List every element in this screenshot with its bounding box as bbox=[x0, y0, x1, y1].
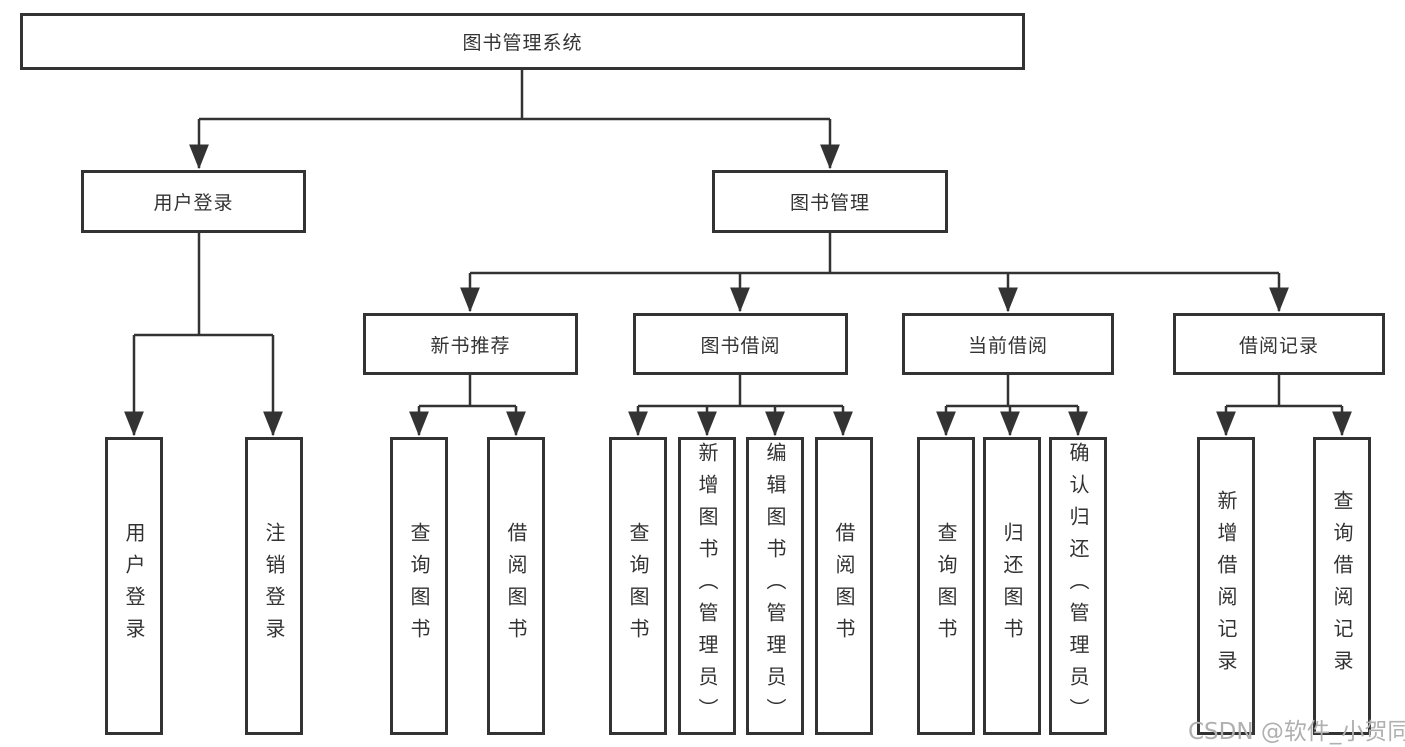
leaf-bb-borrow-book: 借阅图书 bbox=[815, 437, 873, 735]
node-user-login: 用户登录 bbox=[81, 170, 306, 233]
leaf-nr-borrow-book: 借阅图书 bbox=[487, 437, 545, 735]
node-book-borrow: 图书借阅 bbox=[633, 313, 848, 375]
leaf-bb-edit-book-admin-label: 编辑图书（管理员） bbox=[763, 442, 787, 730]
leaf-br-add-record-label: 新增借阅记录 bbox=[1214, 490, 1238, 682]
node-new-book-recommend: 新书推荐 bbox=[363, 313, 578, 375]
leaf-user-login: 用户登录 bbox=[105, 437, 163, 735]
leaf-cb-confirm-return-admin-label: 确认归还（管理员） bbox=[1066, 442, 1090, 730]
node-book-borrow-label: 图书借阅 bbox=[700, 334, 781, 357]
leaf-cb-query-book: 查询图书 bbox=[917, 437, 975, 735]
leaf-cb-query-book-label: 查询图书 bbox=[934, 522, 958, 650]
node-borrow-records: 借阅记录 bbox=[1173, 313, 1385, 375]
leaf-bb-add-book-admin: 新增图书（管理员） bbox=[678, 437, 736, 735]
node-new-book-recommend-label: 新书推荐 bbox=[430, 334, 511, 357]
leaf-nr-borrow-book-label: 借阅图书 bbox=[504, 522, 528, 650]
leaf-user-login-label: 用户登录 bbox=[122, 522, 146, 650]
leaf-logout-label: 注销登录 bbox=[262, 522, 286, 650]
node-user-login-label: 用户登录 bbox=[153, 192, 234, 214]
leaf-cb-return-book-label: 归还图书 bbox=[1000, 522, 1024, 650]
leaf-br-query-record: 查询借阅记录 bbox=[1313, 437, 1371, 735]
leaf-br-add-record: 新增借阅记录 bbox=[1197, 437, 1255, 735]
leaf-bb-query-book-label: 查询图书 bbox=[626, 522, 650, 650]
node-current-borrow: 当前借阅 bbox=[902, 313, 1114, 375]
leaf-bb-add-book-admin-label: 新增图书（管理员） bbox=[695, 442, 719, 730]
node-root-label: 图书管理系统 bbox=[462, 32, 583, 54]
leaf-bb-borrow-book-label: 借阅图书 bbox=[832, 522, 856, 650]
node-current-borrow-label: 当前借阅 bbox=[967, 334, 1048, 357]
leaf-cb-confirm-return-admin: 确认归还（管理员） bbox=[1049, 437, 1107, 735]
node-book-management-label: 图书管理 bbox=[789, 192, 870, 214]
leaf-cb-return-book: 归还图书 bbox=[983, 437, 1041, 735]
node-book-management: 图书管理 bbox=[712, 170, 948, 233]
leaf-bb-query-book: 查询图书 bbox=[609, 437, 667, 735]
node-borrow-records-label: 借阅记录 bbox=[1238, 334, 1319, 357]
node-root: 图书管理系统 bbox=[20, 13, 1025, 70]
leaf-nr-query-book: 查询图书 bbox=[390, 437, 448, 735]
leaf-nr-query-book-label: 查询图书 bbox=[407, 522, 431, 650]
csdn-watermark: CSDN @软件_小贺同学 bbox=[1188, 719, 1405, 745]
leaf-bb-edit-book-admin: 编辑图书（管理员） bbox=[746, 437, 804, 735]
leaf-logout: 注销登录 bbox=[245, 437, 303, 735]
leaf-br-query-record-label: 查询借阅记录 bbox=[1330, 490, 1354, 682]
